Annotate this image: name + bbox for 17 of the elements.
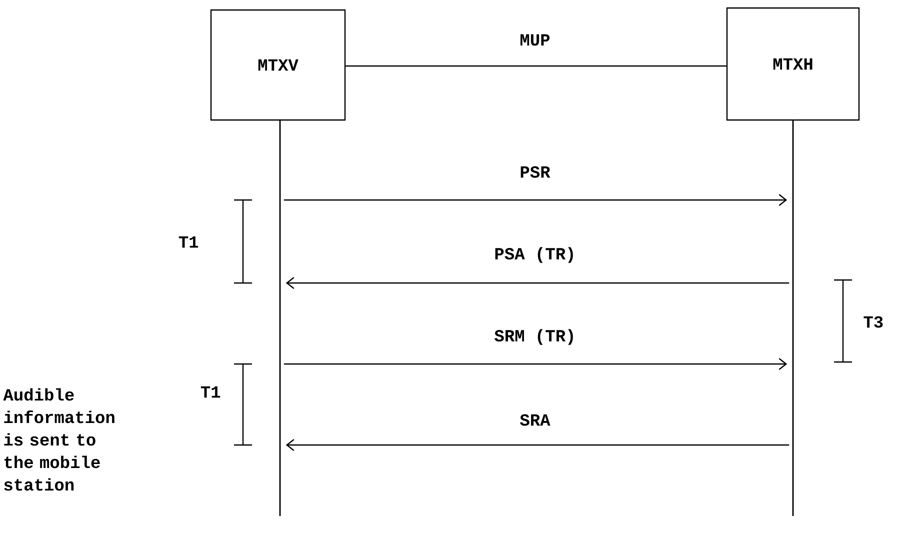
- timer-label: T1: [200, 386, 220, 398]
- message-label: PSR: [520, 166, 550, 178]
- lifeline: [279, 120, 281, 516]
- arrow: [286, 277, 790, 289]
- station-box: MTXH: [726, 7, 860, 121]
- message-label: SRA: [520, 414, 550, 426]
- note-text: Audible information is sent to the mobile station: [3, 388, 114, 491]
- timer-label: T1: [178, 236, 198, 248]
- lifeline: [792, 120, 794, 516]
- message-label: MUP: [520, 34, 550, 46]
- message-label: SRM (TR): [494, 329, 573, 345]
- timer-label: T3: [864, 316, 883, 328]
- arrow: [286, 439, 790, 451]
- arrow: [284, 194, 788, 206]
- arrow: [284, 358, 788, 370]
- message-label: PSA (TR): [495, 247, 573, 263]
- station-box: MTXV: [210, 9, 346, 121]
